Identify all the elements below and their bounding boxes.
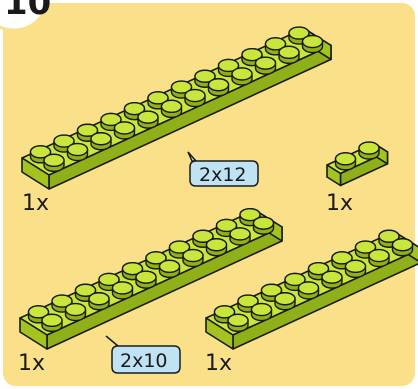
plate-2x10-stud [229, 227, 251, 246]
callout-2x10-label: 2x10 [120, 350, 168, 372]
plate-1x2-brick [326, 141, 389, 187]
plate-2x8-stud [213, 305, 236, 324]
plate-2x10-side-face [19, 317, 48, 350]
callout-2x12-label: 2x12 [199, 164, 247, 186]
plate-2x10-stud [168, 240, 191, 259]
plate-2x8-stud [274, 292, 296, 311]
plate-2x12-stud [170, 80, 193, 99]
plate-2x12-brick [21, 26, 332, 190]
plate-2x8-stud [391, 238, 414, 257]
plate-2x8-brick [205, 229, 418, 350]
plate-2x10-stud [64, 302, 87, 322]
plate-1x2-stud [358, 141, 380, 160]
plate-2x12-stud [278, 45, 300, 65]
plate-2x12-side-face [21, 157, 50, 190]
plate-2x10-brick [19, 207, 283, 350]
plate-2x10-stud [88, 292, 110, 311]
plate-2x8-stud [321, 270, 343, 289]
plate-2x12-stud [66, 142, 89, 162]
plate-1x2-stud [334, 152, 357, 171]
plate-2x12-stud [147, 91, 169, 110]
plate-2x12-stud [207, 78, 230, 97]
plate-2x10-stud [121, 261, 144, 281]
callout-2x12: 2x12 [187, 151, 259, 187]
plate-2x12-stud [254, 56, 277, 75]
plate-2x10-stud [205, 238, 228, 257]
quantity-2x8: 1x [205, 351, 232, 376]
plate-2x8-stud [354, 240, 377, 259]
quantity-2x10: 1x [18, 351, 45, 376]
plate-1x2-side-face [326, 164, 342, 187]
plate-2x12-stud [194, 69, 216, 88]
plate-2x12-stud [137, 110, 159, 129]
plate-2x8-stud [227, 313, 249, 333]
quantity-1x2: 1x [326, 191, 353, 216]
plate-2x12-stud [43, 153, 65, 173]
plate-2x10-stud [158, 259, 181, 279]
plate-2x12-stud [160, 99, 183, 119]
plate-2x8-stud [368, 248, 390, 268]
plate-2x8-stud [250, 302, 273, 322]
plate-2x12-stud [90, 132, 112, 151]
plate-2x12-stud [301, 34, 324, 54]
plate-2x10-stud [215, 218, 238, 238]
plate-2x10-stud [41, 313, 63, 333]
plate-2x8-stud [260, 283, 283, 302]
plate-2x12-stud [231, 67, 253, 86]
plate-2x10-stud [111, 281, 134, 300]
plate-2x10-stud [182, 248, 204, 268]
plate-2x12-stud [184, 88, 206, 108]
plate-2x8-stud [344, 259, 367, 279]
plate-2x8-stud [297, 281, 320, 300]
plate-2x8-side-face [205, 317, 234, 350]
step-number: 10 [4, 0, 51, 23]
plate-2x10-stud [252, 216, 275, 235]
quantity-2x12: 1x [22, 191, 49, 216]
callout-2x10: 2x10 [105, 335, 181, 374]
plate-2x10-stud [135, 270, 157, 289]
step-number-badge: 10 [0, 0, 51, 32]
plate-2x12-stud [113, 121, 136, 140]
